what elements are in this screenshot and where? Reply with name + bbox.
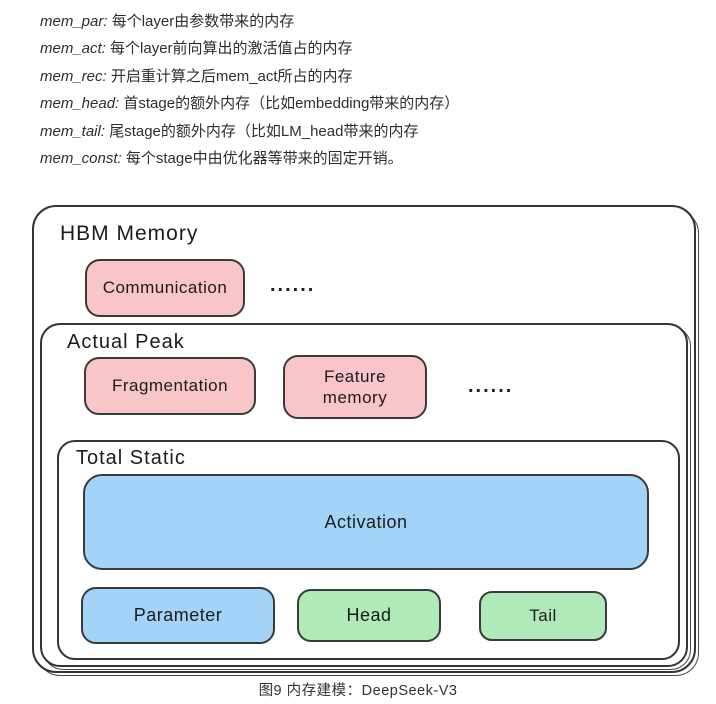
definition-line-mem-const: mem_const: 每个stage中由优化器等带来的固定开销。	[40, 145, 459, 172]
total-static-label: Total Static	[76, 447, 186, 469]
definition-desc: 每个layer前向算出的激活值占的内存	[110, 40, 353, 58]
definition-term: mem_act	[40, 40, 102, 58]
definition-term: mem_rec	[40, 67, 103, 85]
definition-line-mem-par: mem_par: 每个layer由参数带来的内存	[40, 8, 459, 35]
definition-desc: 开启重计算之后mem_act所占的内存	[110, 67, 353, 85]
tail-box: Tail	[479, 591, 607, 641]
definition-separator: :	[117, 150, 126, 168]
definition-term: mem_tail	[40, 122, 101, 140]
ellipsis-dots: ......	[270, 274, 316, 296]
definition-separator: :	[100, 122, 110, 140]
ellipsis-dots: ......	[468, 375, 514, 397]
communication-box: Communication	[85, 259, 245, 317]
activation-box: Activation	[83, 474, 649, 570]
definition-separator: :	[102, 67, 111, 85]
fragmentation-box: Fragmentation	[84, 357, 256, 415]
actual-peak-label: Actual Peak	[67, 331, 185, 353]
definition-separator: :	[103, 13, 112, 30]
definition-line-mem-act: mem_act: 每个layer前向算出的激活值占的内存	[40, 35, 459, 62]
definition-line-mem-head: mem_head: 首stage的额外内存（比如embedding带来的内存）	[40, 90, 459, 117]
definition-desc: 首stage的额外内存（比如embedding带来的内存）	[123, 95, 460, 113]
definition-separator: :	[101, 40, 111, 58]
memory-definitions: mem_par: 每个layer由参数带来的内存 mem_act: 每个laye…	[40, 8, 459, 172]
definition-desc: 尾stage的额外内存（比如LM_head带来的内存	[109, 122, 419, 140]
definition-term: mem_const	[40, 150, 118, 168]
definition-line-mem-rec: mem_rec: 开启重计算之后mem_act所占的内存	[40, 63, 459, 90]
feature-memory-box: Feature memory	[283, 355, 427, 419]
definition-separator: :	[115, 95, 124, 113]
hbm-memory-label: HBM Memory	[60, 222, 199, 245]
definition-desc: 每个stage中由优化器等带来的固定开销。	[125, 150, 403, 168]
head-box: Head	[297, 589, 441, 642]
definition-term: mem_par	[40, 13, 104, 30]
parameter-box: Parameter	[81, 587, 275, 644]
definition-desc: 每个layer由参数带来的内存	[111, 13, 295, 30]
definition-term: mem_head	[40, 95, 116, 113]
figure-caption: 图9 内存建模：DeepSeek-V3	[258, 683, 458, 699]
definition-line-mem-tail: mem_tail: 尾stage的额外内存（比如LM_head带来的内存	[40, 118, 459, 145]
